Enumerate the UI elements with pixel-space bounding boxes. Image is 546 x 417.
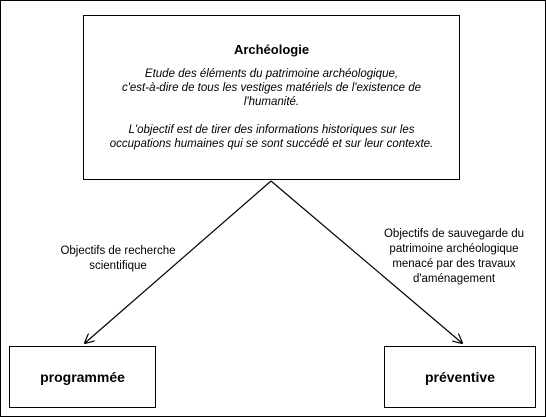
main-description: Etude des éléments du patrimoine archéol… bbox=[114, 67, 429, 109]
description-line: Etude des éléments du patrimoine archéol… bbox=[144, 68, 399, 80]
left-branch-label: Objectifs de recherche scientifique bbox=[40, 244, 196, 274]
right-label-line: d'aménagement bbox=[412, 273, 496, 285]
programmee-label: programmée bbox=[40, 369, 125, 385]
objective-line: L'objectif est de tirer des informations… bbox=[128, 124, 415, 136]
right-label-line: menacé par des travaux bbox=[392, 258, 516, 270]
right-arrow-line bbox=[270, 180, 462, 343]
left-label-line: scientifique bbox=[89, 260, 147, 272]
archeology-definition-box: Archéologie Etude des éléments du patrim… bbox=[83, 15, 460, 180]
left-arrow-line bbox=[85, 180, 272, 343]
right-branch-label: Objectifs de sauvegarde du patrimoine ar… bbox=[366, 227, 542, 287]
objective-line: occupations humaines qui se sont succédé… bbox=[109, 138, 434, 150]
programmee-box: programmée bbox=[9, 346, 156, 408]
description-line: c'est-à-dire de tous les vestiges matéri… bbox=[121, 82, 422, 94]
main-objective: L'objectif est de tirer des informations… bbox=[96, 123, 447, 151]
right-label-line: patrimoine archéologique bbox=[389, 243, 519, 255]
preventive-box: préventive bbox=[384, 346, 536, 408]
description-line: l'humanité. bbox=[243, 96, 300, 108]
left-label-line: Objectifs de recherche bbox=[60, 245, 176, 257]
main-title: Archéologie bbox=[233, 42, 310, 57]
right-label-line: Objectifs de sauvegarde du bbox=[383, 228, 524, 240]
preventive-label: préventive bbox=[424, 369, 496, 385]
